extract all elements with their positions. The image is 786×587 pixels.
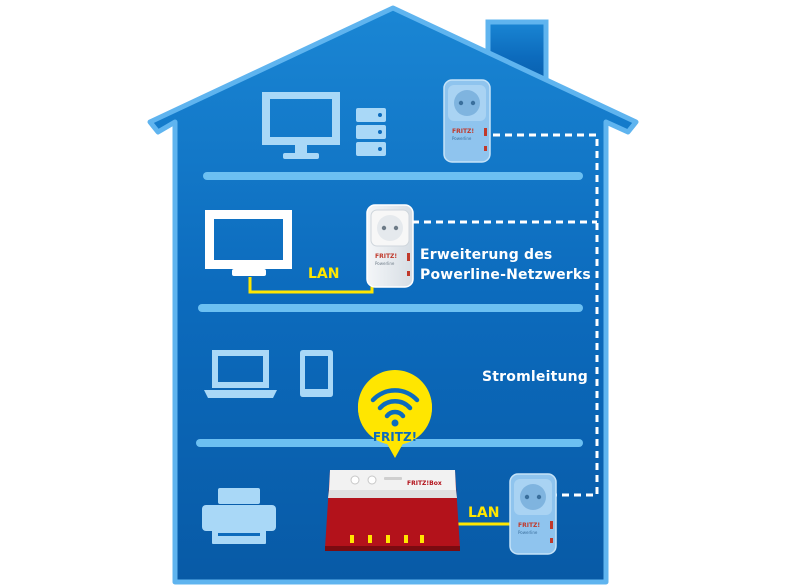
house-outline (147, 5, 639, 585)
fritzbox-router: FRITZ!Box (325, 470, 460, 551)
powerline-adapter-middle: FRITZ! Powerline (366, 204, 414, 288)
lan-cable-top (248, 277, 374, 294)
adapter-logo-top: FRITZ! (452, 128, 474, 135)
label-lan-bottom: LAN (468, 505, 500, 521)
adapter-sub-middle: Powerline (375, 261, 395, 266)
powerline-adapter-bottom: FRITZ! Powerline (509, 473, 557, 555)
nas-server-icon (356, 108, 386, 156)
printer-icon (202, 488, 276, 544)
wifi-bubble-text: FRITZ! (372, 430, 418, 444)
floor-line-1 (203, 172, 583, 180)
label-lan-top: LAN (308, 266, 340, 282)
floor-line-2 (198, 304, 583, 312)
powerline-connection (412, 133, 599, 497)
desktop-monitor-icon (262, 92, 340, 159)
label-power-line: Stromleitung (482, 369, 589, 385)
wifi-bubble (357, 370, 432, 458)
adapter-logo-bottom: FRITZ! (518, 522, 540, 529)
adapter-sub-bottom: Powerline (518, 530, 538, 535)
label-extension-line1: Erweiterung des (420, 247, 553, 263)
adapter-logo-middle: FRITZ! (375, 253, 397, 260)
adapter-sub-top: Powerline (452, 136, 472, 141)
lan-cables (248, 277, 512, 526)
laptop-icon (204, 350, 277, 398)
label-extension-line2: Powerline-Netzwerks (420, 267, 591, 283)
router-logo: FRITZ!Box (407, 480, 442, 487)
powerline-adapter-top: FRITZ! Powerline (443, 79, 491, 163)
floor-lines (196, 172, 583, 447)
wifi-icon (370, 388, 420, 419)
tv-icon (205, 210, 292, 276)
smartphone-icon (300, 350, 333, 397)
